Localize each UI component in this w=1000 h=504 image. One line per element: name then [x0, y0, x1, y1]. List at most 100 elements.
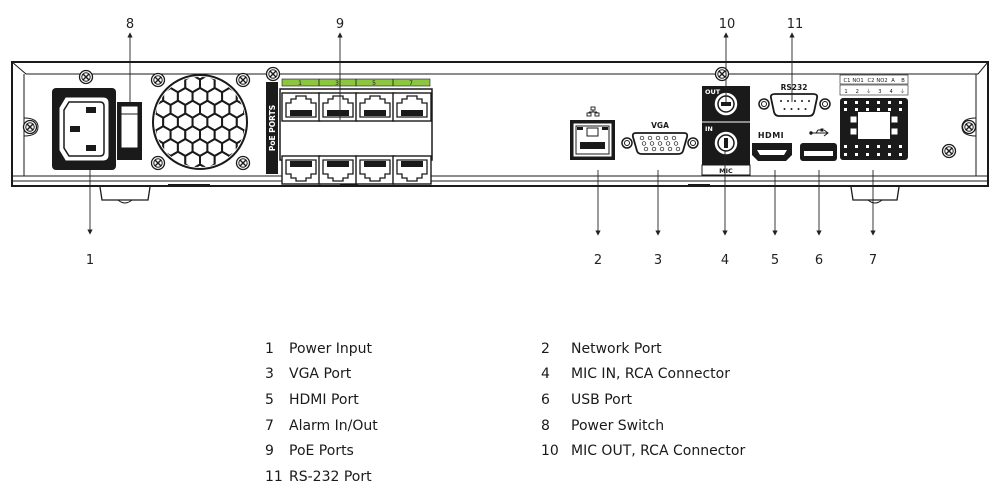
- alarm-terminal-screw: [888, 101, 891, 104]
- vga-pin: [651, 146, 657, 152]
- legend-item: 7 Alarm In/Out: [265, 413, 378, 439]
- vga-pin: [657, 141, 663, 146]
- hdmi-port[interactable]: HDMI: [752, 131, 792, 161]
- rs232-pin: [794, 100, 796, 102]
- callout-8: 8: [126, 17, 134, 32]
- network-port[interactable]: [570, 106, 615, 160]
- rs232-pin: [808, 100, 810, 102]
- legend-number: 8: [541, 417, 550, 434]
- alarm-terminal-slot: [866, 108, 869, 111]
- poe-port-number: 3: [335, 80, 339, 87]
- vga-pin: [667, 146, 673, 152]
- vga-port[interactable]: VGA: [621, 121, 699, 155]
- power-switch[interactable]: [117, 102, 142, 160]
- rs232-pin: [780, 100, 782, 102]
- vga-pin: [639, 135, 645, 141]
- alarm-terminal-label: A: [891, 78, 895, 84]
- rs232-pin: [783, 108, 786, 110]
- callout-lines: [87, 32, 876, 236]
- mic-out-label: OUT: [705, 88, 721, 96]
- legend-label: Alarm In/Out: [289, 417, 378, 434]
- rs232-pin: [804, 108, 807, 110]
- rs232-label: RS232: [781, 83, 808, 92]
- rear-panel-diagram: PoE PORTS 1 3 5 7 2 4 6 8: [11, 17, 989, 268]
- alarm-terminal-screw: [855, 145, 858, 148]
- screw-icon: [22, 119, 38, 135]
- poe-port[interactable]: [318, 92, 358, 122]
- vga-pin: [647, 135, 653, 141]
- rs232-port[interactable]: RS232: [758, 83, 831, 117]
- legend-number: 6: [541, 391, 550, 408]
- alarm-terminal-screw: [866, 145, 869, 148]
- screw-icon: [714, 66, 730, 82]
- alarm-terminal-number: 4: [890, 89, 894, 95]
- poe-port[interactable]: [392, 92, 432, 122]
- rs232-pin: [801, 100, 803, 102]
- alarm-terminal-screw: [844, 101, 847, 104]
- vga-pin: [671, 135, 677, 141]
- callout-6: 6: [815, 253, 823, 268]
- vga-pin: [673, 141, 679, 146]
- alarm-terminal-screw: [866, 101, 869, 104]
- poe-port[interactable]: [318, 155, 358, 185]
- alarm-terminal-number: ⏚: [900, 88, 905, 95]
- legend-number: 10: [541, 443, 559, 460]
- network-icon: [586, 106, 600, 117]
- alarm-terminal-number: 1: [844, 89, 847, 95]
- legend-label: MIC OUT, RCA Connector: [571, 443, 746, 460]
- poe-port[interactable]: [392, 155, 432, 185]
- vga-pin: [641, 141, 647, 146]
- legend-label: Power Input: [289, 340, 373, 357]
- poe-port[interactable]: [355, 92, 395, 122]
- screw-icon: [78, 69, 94, 85]
- screw-icon: [941, 143, 957, 159]
- poe-port[interactable]: [281, 155, 321, 185]
- screw-icon: [235, 155, 251, 171]
- alarm-terminal-screw: [899, 101, 902, 104]
- poe-port[interactable]: [281, 92, 321, 122]
- alarm-terminal-label: C1: [844, 78, 851, 84]
- alarm-terminal-slot: [877, 108, 880, 111]
- vga-label: VGA: [651, 121, 669, 130]
- poe-port-number: 1: [298, 80, 302, 87]
- alarm-terminal-number: 3: [878, 89, 881, 95]
- mic-label: MIC: [719, 167, 733, 175]
- legend-number: 3: [265, 366, 274, 383]
- legend-item: 10 MIC OUT, RCA Connector: [541, 438, 745, 464]
- alarm-terminal-slot: [844, 108, 847, 111]
- poe-port-number: 7: [409, 80, 413, 87]
- vga-pin: [675, 146, 681, 152]
- legend-label: MIC IN, RCA Connector: [571, 366, 730, 383]
- mic-in-rca-connector[interactable]: [713, 130, 739, 156]
- alarm-terminal-slot: [899, 153, 902, 156]
- hdmi-logo: HDMI: [758, 131, 784, 140]
- screw-icon: [235, 72, 251, 88]
- usb-icon: [809, 128, 829, 137]
- alarm-terminal-number: 2: [856, 89, 859, 95]
- mic-in-label: IN: [705, 125, 713, 133]
- screw-icon: [150, 72, 166, 88]
- poe-port[interactable]: [355, 155, 395, 185]
- rubber-foot-right: [850, 186, 900, 204]
- legend-number: 5: [265, 391, 274, 408]
- callout-5: 5: [771, 253, 779, 268]
- legend-number: 7: [265, 417, 274, 434]
- rs232-pin: [790, 108, 793, 110]
- vga-pin: [655, 135, 661, 141]
- usb-port[interactable]: [800, 128, 837, 161]
- legend-number: 11: [265, 468, 283, 485]
- vga-pin: [649, 141, 655, 146]
- vga-pin: [643, 146, 649, 152]
- alarm-terminal-number: ⏚: [866, 88, 871, 95]
- screw-icon: [150, 155, 166, 171]
- callout-2: 2: [594, 253, 602, 268]
